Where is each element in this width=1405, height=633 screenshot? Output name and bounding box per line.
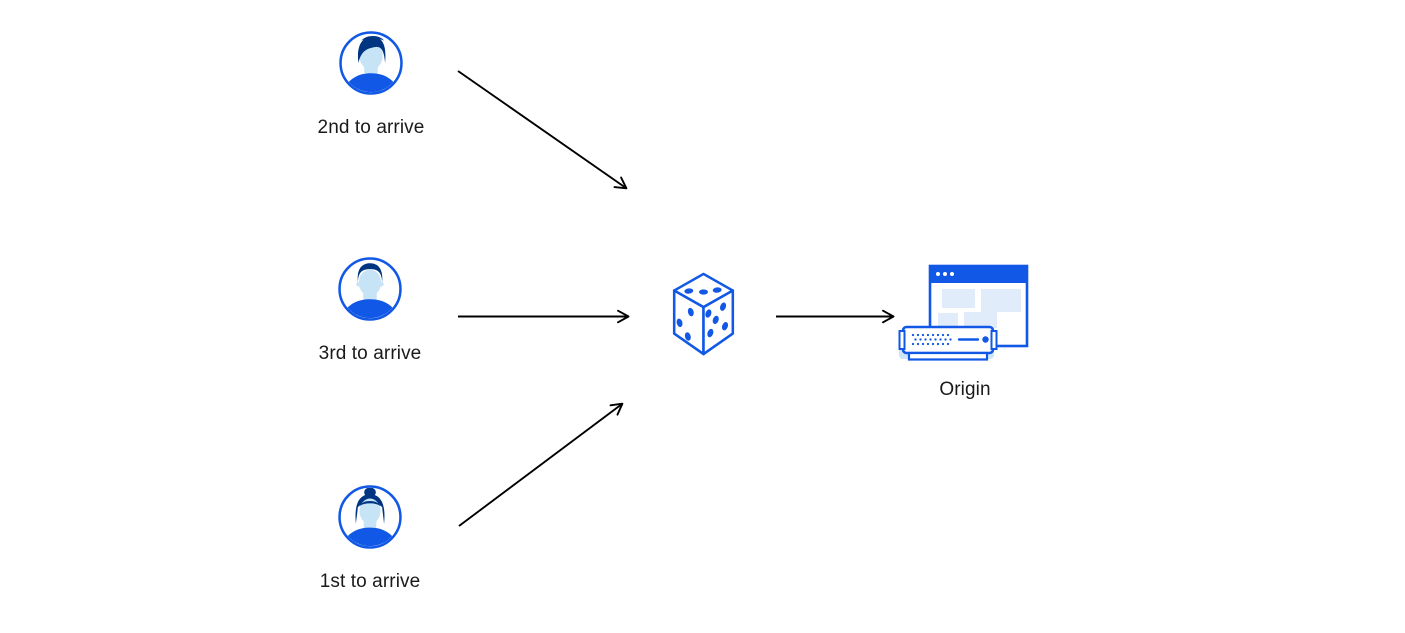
node-visitor-first: 1st to arrive xyxy=(295,484,445,592)
node-label: 2nd to arrive xyxy=(317,117,425,138)
visitor-avatar-male-2-icon xyxy=(338,257,402,321)
node-origin: Origin xyxy=(890,260,1040,400)
dice-icon xyxy=(672,272,734,356)
node-label: 3rd to arrive xyxy=(318,343,422,364)
arrow-visitor-second-to-dice xyxy=(457,70,628,190)
node-visitor-second: 2nd to arrive xyxy=(296,30,446,138)
visitor-avatar-female-icon xyxy=(338,485,402,549)
node-visitor-third: 3rd to arrive xyxy=(295,256,445,364)
node-label: 1st to arrive xyxy=(319,571,421,592)
visitor-avatar-male-icon xyxy=(339,31,403,95)
origin-server-icon xyxy=(898,264,1029,361)
server-icon xyxy=(898,325,998,361)
node-random-selector xyxy=(628,271,778,357)
arrow-visitor-first-to-dice xyxy=(458,402,624,527)
node-label: Origin xyxy=(939,379,991,400)
